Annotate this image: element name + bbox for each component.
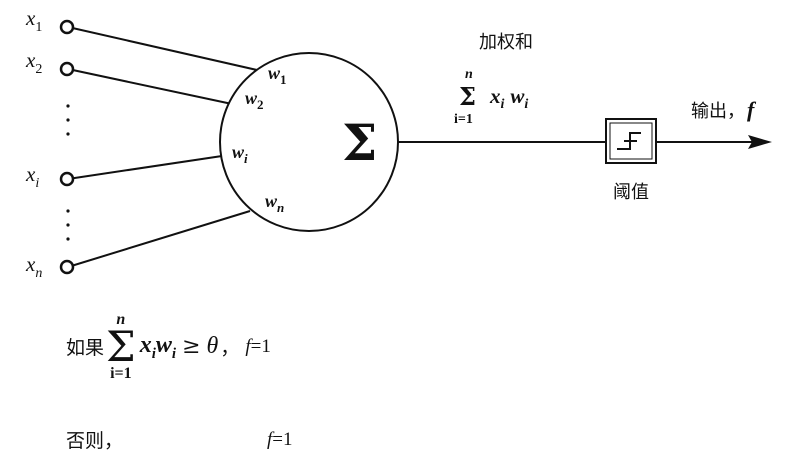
output-label: 输出，f bbox=[691, 97, 757, 122]
weighted-sum-upper: n bbox=[465, 67, 473, 82]
weighted-sum-sigma: Σ bbox=[459, 82, 476, 111]
weight-label-2: w2 bbox=[245, 88, 264, 112]
weight-label-n: wn bbox=[265, 191, 284, 215]
input-node-i bbox=[59, 171, 75, 187]
weight-label-1: w1 bbox=[268, 63, 287, 87]
input-label-1: x1 bbox=[25, 6, 42, 35]
threshold-label: 阈值 bbox=[613, 182, 649, 203]
weighted-sum-lower: i=1 bbox=[454, 112, 473, 127]
input-label-n: xn bbox=[25, 252, 42, 281]
summation-symbol: Σ bbox=[342, 113, 377, 172]
input-line-1 bbox=[67, 26, 258, 71]
input-node-1 bbox=[59, 19, 75, 35]
ellipsis-upper bbox=[66, 104, 70, 136]
input-label-2: x2 bbox=[25, 48, 42, 77]
ellipsis-lower bbox=[66, 209, 70, 241]
weighted-sum-label: 加权和 bbox=[479, 32, 533, 53]
input-line-i bbox=[67, 155, 223, 180]
weight-label-i: wi bbox=[232, 142, 248, 166]
output-arrowhead bbox=[748, 135, 772, 149]
input-line-2 bbox=[67, 68, 233, 105]
input-line-n bbox=[67, 210, 251, 268]
input-label-i: xi bbox=[25, 162, 39, 191]
step-function-icon bbox=[617, 132, 641, 150]
input-node-n bbox=[59, 259, 75, 275]
input-node-2 bbox=[59, 61, 75, 77]
